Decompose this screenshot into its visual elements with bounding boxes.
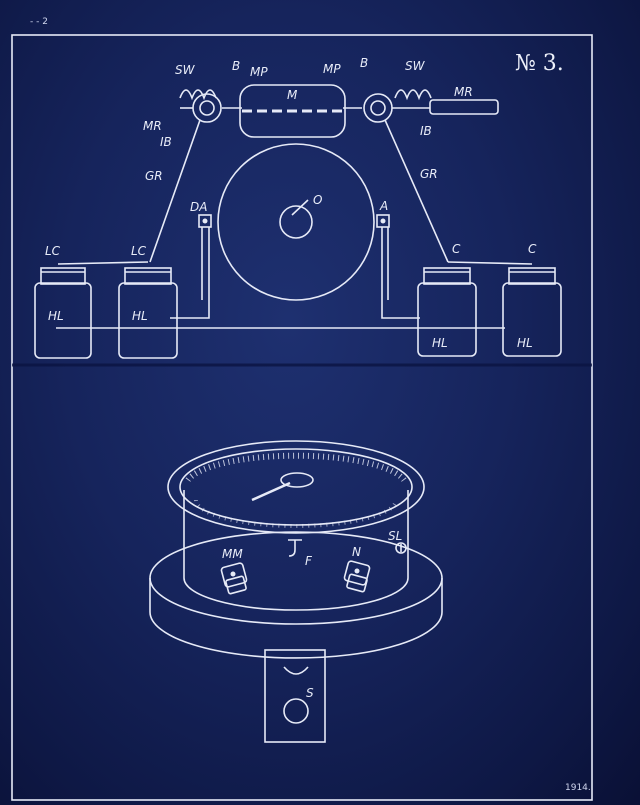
base-rim: [149, 578, 443, 659]
label-b-right: B: [360, 56, 368, 70]
terminal-sl: [395, 542, 407, 554]
jar-2: [118, 267, 178, 359]
label-sw-left: SW: [175, 63, 196, 77]
jar-3: [417, 267, 477, 357]
dial-face: [179, 448, 413, 526]
left-joint: [192, 93, 222, 123]
label-mm: MM: [222, 547, 243, 561]
sheet-border: [11, 34, 593, 801]
disc: [217, 143, 375, 301]
stem-hole: [283, 698, 309, 724]
right-spring: [394, 89, 432, 101]
label-ib-left: IB: [160, 135, 172, 149]
right-wire: [384, 119, 449, 263]
terminal-mm: [220, 562, 248, 595]
dial-scale: [185, 452, 407, 482]
label-n: N: [352, 545, 361, 559]
label-da: DA: [190, 200, 207, 214]
bottom-figure: MM F N SL S: [149, 440, 443, 743]
label-sl: SL: [388, 529, 402, 543]
base-top: [149, 531, 443, 625]
label-s: S: [306, 686, 314, 700]
label-hl-2: HL: [132, 309, 148, 323]
knob-f: [288, 539, 302, 557]
stem: [264, 649, 326, 743]
label-m: M: [287, 88, 298, 102]
terminal-a: [376, 214, 390, 228]
corner-mark: - - 2: [30, 17, 48, 27]
label-b-left: B: [232, 59, 240, 73]
right-joint: [363, 93, 393, 123]
top-figure: SW B MP MR IB M MP B SW MR IB GR GR O DA…: [34, 56, 562, 359]
label-f: F: [305, 554, 313, 568]
label-c-1: C: [452, 242, 461, 256]
label-lc-2: LC: [131, 244, 147, 258]
label-hl-3: HL: [432, 336, 448, 350]
disc-hub: [279, 205, 313, 239]
sheet-number: № 3.: [515, 51, 564, 76]
magnet-body: [239, 84, 346, 138]
label-lc-1: LC: [45, 244, 61, 258]
right-rod: [429, 99, 499, 115]
label-mp-right: MP: [323, 62, 341, 76]
jar-1: [34, 267, 92, 359]
dial-pointer: [251, 481, 291, 502]
label-mr-right: MR: [454, 85, 473, 99]
label-hl-4: HL: [517, 336, 533, 350]
label-ib-right: IB: [420, 124, 432, 138]
drum-body: [183, 490, 409, 611]
dial-hub: [280, 472, 314, 488]
label-o: O: [313, 193, 322, 207]
label-mr-left: MR: [143, 119, 162, 133]
label-mp-left: MP: [250, 65, 268, 79]
left-spring: [179, 89, 217, 101]
label-gr-left: GR: [145, 169, 163, 183]
label-hl-1: HL: [48, 309, 64, 323]
sheet-year: 1914.: [565, 783, 591, 793]
label-c-2: C: [528, 242, 537, 256]
terminal-da: [198, 214, 212, 228]
label-sw-right: SW: [405, 59, 426, 73]
label-gr-right: GR: [420, 167, 438, 181]
jar-4: [502, 267, 562, 357]
left-wire: [149, 119, 201, 263]
terminal-n: [343, 560, 371, 593]
label-a: A: [379, 199, 388, 213]
dial-rim: [167, 440, 425, 534]
